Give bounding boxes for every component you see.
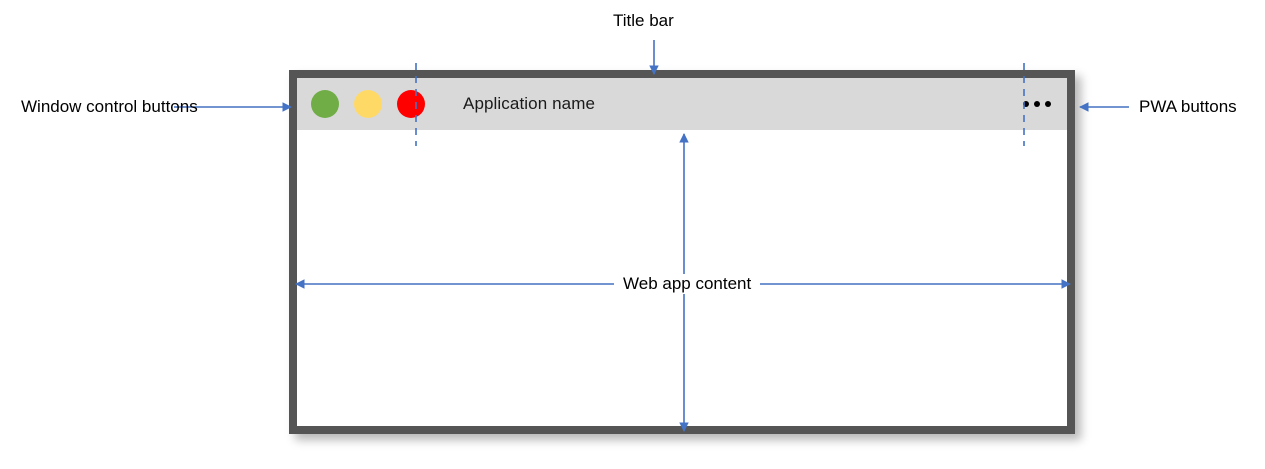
annotation-label-pwa-buttons: PWA buttons bbox=[1139, 97, 1237, 116]
ellipsis-icon-dot-1 bbox=[1023, 101, 1029, 107]
annotation-label-title-bar: Title bar bbox=[613, 11, 674, 30]
title-bar[interactable]: Application name bbox=[297, 78, 1067, 130]
ellipsis-icon-dot-3 bbox=[1045, 101, 1051, 107]
window-control-buttons bbox=[311, 90, 425, 118]
application-window: Application name bbox=[289, 70, 1075, 434]
close-button[interactable] bbox=[397, 90, 425, 118]
annotation-label-web-app-content: Web app content bbox=[614, 274, 761, 294]
annotation-label-window-control-buttons: Window control buttons bbox=[21, 97, 198, 116]
maximize-button[interactable] bbox=[354, 90, 382, 118]
ellipsis-icon-dot-2 bbox=[1034, 101, 1040, 107]
minimize-button[interactable] bbox=[311, 90, 339, 118]
application-name-label: Application name bbox=[463, 94, 596, 113]
pwa-menu-button[interactable] bbox=[1021, 97, 1053, 111]
